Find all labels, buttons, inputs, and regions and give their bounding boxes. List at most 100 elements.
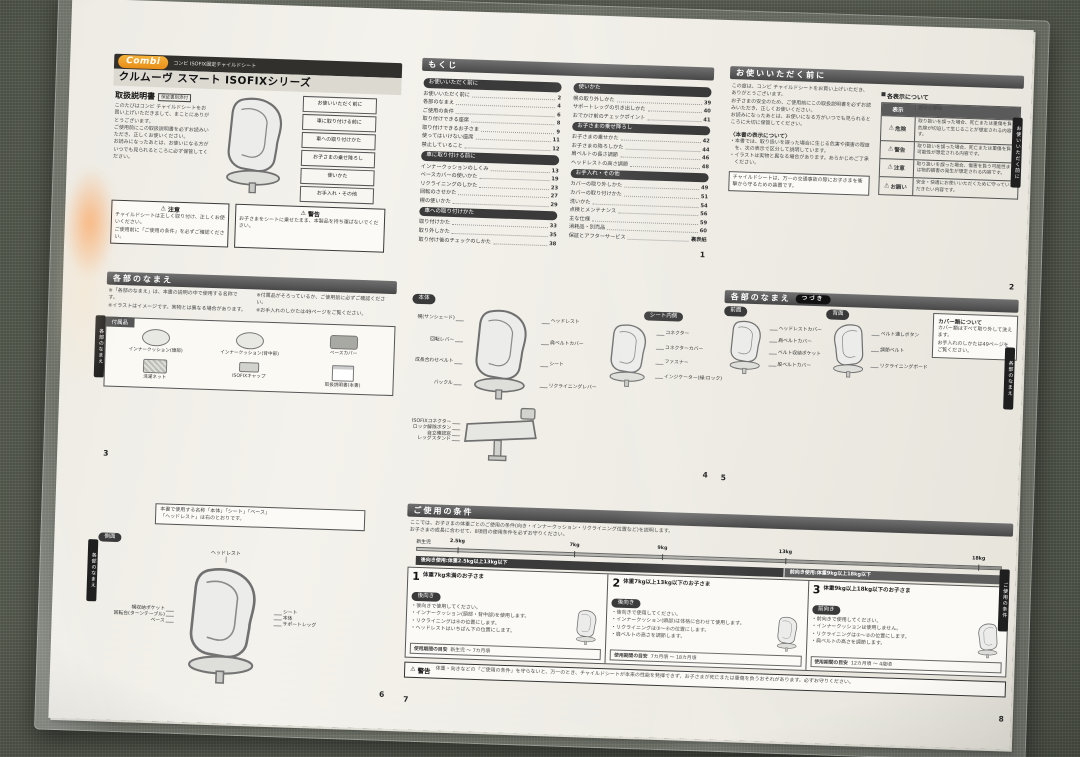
page-conditions: ご使用の条件 ここでは、お子さまの体重ごとのご使用の条件(向き・インナークッショ… bbox=[401, 503, 1014, 724]
accessory-illustration bbox=[329, 334, 359, 350]
child-seat-illustration bbox=[225, 96, 283, 195]
symbol-mark-cell: ⚠危険 bbox=[880, 116, 916, 141]
usage-period-label: 使用期間の目安 bbox=[814, 660, 848, 667]
part-label: ベース bbox=[150, 618, 173, 625]
parts-notes-right: ※付属品がそろっているか、ご使用前に必ずご確認ください。※お手入れのしかたは49… bbox=[256, 292, 395, 318]
seat-overview-illustration bbox=[187, 567, 257, 686]
toc-entry-label: ベースカバーの使いかた bbox=[420, 172, 478, 180]
condition-bullets: 後向きで使用してください。インナークッション(頭部)は体格に合わせて使用します。… bbox=[611, 609, 771, 643]
toc-leader bbox=[479, 177, 550, 182]
condition-bullets: 後向きで使用してください。インナークッション(頭部・背中部)を使用します。リクラ… bbox=[410, 603, 570, 637]
toc-entry-page: 2 bbox=[557, 94, 562, 101]
seat-cover-back-illustration bbox=[832, 323, 865, 378]
symbol-mark: 警告 bbox=[894, 147, 906, 155]
toc-leader bbox=[624, 187, 699, 191]
toc-entry-page: 11 bbox=[552, 137, 560, 144]
doc-type-label: 取扱説明書 bbox=[114, 90, 156, 102]
page-overview: 本書で使用する名称「本体」「シート」「ベース」「ヘッドレスト」は右のとおりです。… bbox=[93, 501, 393, 699]
toc-entry-page: 59 bbox=[699, 219, 708, 227]
symbol-mark: 危険 bbox=[894, 126, 907, 133]
preface-right-column: 各表示について 表示 表示の意味 ⚠危険 bbox=[877, 88, 1022, 201]
warning-icon: ⚠ bbox=[410, 665, 416, 673]
page-number: 3 bbox=[103, 448, 109, 458]
condition-direction: 後向き bbox=[411, 591, 441, 602]
toc-entry-page: 35 bbox=[549, 232, 557, 239]
page-parts-main-unit: 本体 幌(サンシェード)回転レバー成長合わせベルトバックル ヘッドレスト肩ベルト… bbox=[407, 284, 722, 480]
toc-leader bbox=[647, 110, 702, 114]
parts-title: 各部のなまえ bbox=[112, 273, 174, 285]
warning-icon: ⚠ bbox=[887, 145, 894, 153]
toc-entry-label: 各部のなまえ bbox=[422, 98, 455, 107]
toc-leader bbox=[492, 242, 548, 246]
page-number: 6 bbox=[378, 689, 385, 699]
symbol-description: 取り扱いを誤った場合、傷害を負う可能性または物的損害の発生が想定される内容です。 bbox=[916, 162, 1016, 177]
covers-figures: 前面 ヘッドレストカバー肩ベルトカバーベルト収納ポケット股ベルトカバー 背面 bbox=[722, 303, 1019, 383]
part-label: コネクター bbox=[656, 331, 689, 338]
cover-section-tab: 車への取り付けかた bbox=[301, 131, 376, 151]
accessory-label: インナークッション(背中部) bbox=[220, 350, 279, 358]
toc-entry-label: ご使用の条件 bbox=[422, 107, 454, 115]
cover-body: 取扱説明書 保証書別添付 このたびはコンビ チャイルドシートをお買い上げいただき… bbox=[110, 86, 402, 207]
condition-title: 体重9kg以上18kg以下のお子さま bbox=[823, 584, 911, 594]
condition-direction: 後向き bbox=[611, 597, 641, 609]
toc-entry-label: 肩ベルトの長さ調節 bbox=[571, 151, 619, 159]
symbol-mark-cell: ⚠警告 bbox=[879, 140, 915, 160]
part-label: 股ベルトカバー bbox=[768, 362, 811, 369]
cover-section-tab: お使いいただく前に bbox=[302, 95, 378, 115]
preface-paragraphs: この度は、コンビ チャイルドシートをお買い上げいただき、ありがとうございます。お… bbox=[730, 83, 872, 131]
toc-entry-label: カバーの取り付けかた bbox=[569, 189, 623, 198]
overview-labels-left: 幌収納ポケット回転台(ターンテーブル)ベース bbox=[95, 601, 174, 629]
accessory-illustration bbox=[141, 328, 171, 347]
toc-entry-page: 裏表紙 bbox=[690, 236, 707, 244]
condition-head: 2 体重7kg以上13kg以下のお子さま bbox=[612, 576, 804, 594]
toc-entry-page: 33 bbox=[549, 223, 558, 230]
toc-leader bbox=[464, 147, 551, 152]
condition-number: 3 bbox=[812, 582, 821, 596]
toc-entry-label: 回転のさせかた bbox=[419, 189, 457, 197]
toc-leader bbox=[490, 169, 550, 173]
part-label: ファスナー bbox=[655, 360, 688, 367]
cover-intro-lines: このたびはコンビ チャイルドシートをお買い上げいただきまして、まことにありがとう… bbox=[113, 103, 211, 164]
side-tab-conditions: ご使用の条件 bbox=[997, 569, 1010, 632]
page-parts-covers: 各部のなまえ つづき 前面 ヘッドレストカバー肩ベルトカバーベルト収納ポケット股… bbox=[719, 290, 1019, 492]
toc-entry-label: 取り外しかた bbox=[418, 227, 450, 235]
overview-labels-right: シート本体サポートレッグ bbox=[273, 607, 344, 635]
usage-period-box: 使用期間の目安 12カ月頃 〜 4歳頃 bbox=[810, 656, 1002, 674]
inner-tag: シート内側 bbox=[643, 310, 684, 322]
condition-body: 前向きで使用してください。インナークッションは使用しません。リクライニングは①〜… bbox=[811, 616, 1003, 659]
accessory-item: ベースカバー bbox=[298, 334, 389, 361]
page-number: 5 bbox=[720, 472, 727, 483]
side-tab-parts-left: 各部のなまえ bbox=[93, 315, 106, 378]
toc-leader bbox=[481, 130, 555, 135]
symbol-description: 取り扱いを誤った場合、死亡または重傷を負う可能性が想定される内容です。 bbox=[916, 144, 1016, 158]
toc-entry-label: インナークッションのしくみ bbox=[420, 163, 489, 172]
part-label: シート bbox=[540, 362, 564, 369]
cover-footer: ⚠ 注意 チャイルドシートは正しく取り付け、正しくお使いください。ご使用前に「ご… bbox=[108, 199, 397, 254]
condition-direction: 前向き bbox=[811, 604, 841, 616]
usage-period-box: 使用期間の目安 新生児 〜 7カ月頃 bbox=[409, 642, 602, 661]
page-number: 8 bbox=[998, 714, 1004, 724]
cover-section-tabs: お使いいただく前に車に取り付ける前に車への取り付けかたお子さまの乗せ降ろし使いか… bbox=[299, 95, 378, 205]
toc-entry-label: リクライニングのしかた bbox=[420, 180, 478, 189]
back-badge: 背面 bbox=[826, 309, 850, 320]
accessory-illustration bbox=[331, 365, 355, 383]
toc-entry-page: 41 bbox=[703, 116, 711, 124]
side-tab-overview: 各部のなまえ bbox=[86, 539, 99, 602]
overview-figure-center: ヘッドレスト bbox=[172, 548, 276, 687]
newborn-label: 新生児 bbox=[416, 539, 431, 545]
condition-number: 1 bbox=[412, 569, 421, 583]
accessory-illustration bbox=[238, 362, 260, 373]
front-badge: 前面 bbox=[724, 306, 748, 317]
preface-bullets: 本書では、取り扱いを誤った場合に生じる危害や損害の程度を、次の表示で区分して説明… bbox=[729, 138, 870, 172]
page-number: 2 bbox=[1008, 282, 1015, 292]
toc-entry-label: お子さまの乗せかた bbox=[571, 134, 619, 142]
toc-entry-page: 13 bbox=[551, 167, 559, 175]
accessory-label: 洗濯ネット bbox=[143, 375, 167, 381]
toc-entry-label: ヘッドレストの高さ調節 bbox=[570, 159, 629, 168]
